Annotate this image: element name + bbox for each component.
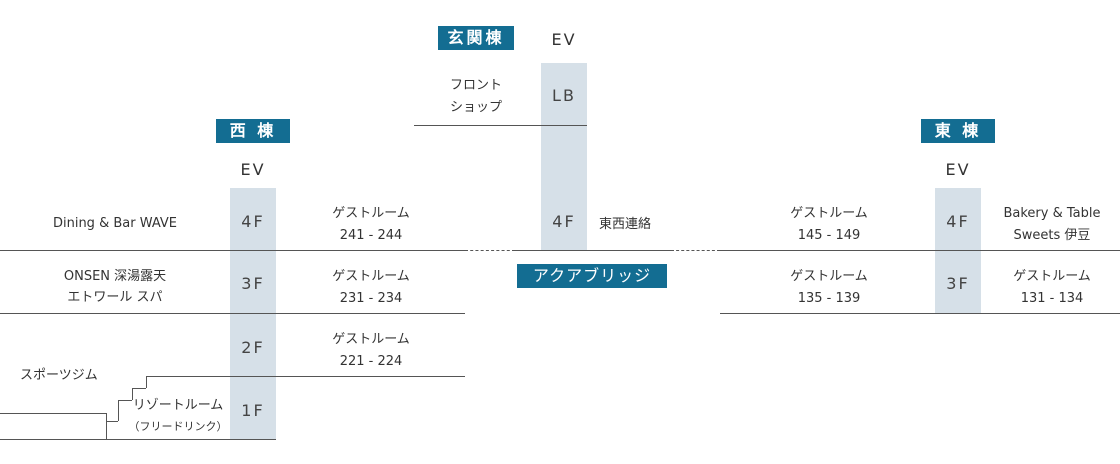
- east-3f-right-guestroom-label: ゲストルーム: [1013, 269, 1091, 284]
- west-3f-guestroom-label: ゲストルーム: [332, 269, 410, 284]
- west-ev-label: EV: [240, 160, 266, 179]
- east-3f-floor-line: [720, 313, 1120, 314]
- onsen-label: ONSEN 深湯露天: [63, 269, 167, 284]
- sports-gym-label: スポーツジム: [20, 368, 98, 383]
- etoile-spa-label: エトワール スパ: [67, 290, 163, 305]
- west-elevator-shaft: [230, 188, 276, 440]
- stair-riser-2: [106, 421, 107, 439]
- stair-step-2: [106, 421, 118, 422]
- genkan-label-shop: ショップ: [449, 100, 502, 115]
- genkan-floor-line: [414, 125, 587, 126]
- east-bridge-dash: [671, 250, 720, 251]
- west-4f-guestroom-label: ゲストルーム: [332, 206, 410, 221]
- west-2f-floor-line: [146, 376, 465, 377]
- east-floor-3f: 3F: [946, 274, 970, 293]
- aqua-bridge-tag: アクアブリッジ: [517, 264, 667, 288]
- free-drink-label: （フリードリンク）: [128, 420, 228, 433]
- east-3f-room-range: 135 - 139: [797, 291, 861, 306]
- east-ev-label: EV: [945, 160, 971, 179]
- west-3f-room-range: 231 - 234: [339, 291, 403, 306]
- west-bridge-dash: [465, 250, 515, 251]
- west-2f-room-range: 221 - 224: [339, 354, 403, 369]
- west-floor-1f: 1F: [241, 401, 265, 420]
- stair-step-1: [0, 413, 107, 414]
- stair-riser-3: [118, 400, 119, 421]
- west-floor-2f: 2F: [241, 338, 265, 357]
- genkan-label-front: フロント: [449, 78, 502, 93]
- east-4f-guestroom-label: ゲストルーム: [790, 206, 868, 221]
- west-1f-floor-line: [0, 439, 276, 440]
- west-floor-4f: 4F: [241, 212, 265, 231]
- west-2f-guestroom-label: ゲストルーム: [332, 332, 410, 347]
- east-4f-floor-line: [720, 250, 1120, 251]
- west-4f-room-range: 241 - 244: [339, 228, 403, 243]
- west-floor-3f: 3F: [241, 274, 265, 293]
- west-4f-floor-line: [0, 250, 465, 251]
- genkan-ev-label: EV: [551, 30, 577, 49]
- genkan-building-tag: 玄関棟: [438, 26, 514, 50]
- sweets-izu-label: Sweets 伊豆: [1013, 228, 1091, 243]
- east-elevator-shaft: [935, 188, 981, 314]
- stair-step-4: [132, 388, 146, 389]
- center-floor-4f: 4F: [552, 212, 576, 231]
- east-building-tag: 東 棟: [921, 119, 995, 143]
- stair-riser-5: [146, 376, 147, 388]
- dining-bar-wave-label: Dining & Bar WAVE: [52, 216, 178, 231]
- genkan-floor-lb: LB: [552, 86, 576, 105]
- resort-room-label: リゾートルーム: [132, 398, 224, 413]
- east-west-connector-label: 東西連絡: [599, 217, 652, 232]
- east-3f-guestroom-label: ゲストルーム: [790, 269, 868, 284]
- east-3f-right-room-range: 131 - 134: [1020, 291, 1084, 306]
- east-4f-room-range: 145 - 149: [797, 228, 861, 243]
- genkan-elevator-shaft: [541, 63, 587, 251]
- bakery-table-label: Bakery & Table: [1003, 206, 1101, 221]
- stair-step-3: [118, 400, 132, 401]
- west-building-tag: 西 棟: [216, 119, 290, 143]
- east-floor-4f: 4F: [946, 212, 970, 231]
- center-4f-floor-line: [515, 250, 671, 251]
- stair-riser-4: [132, 388, 133, 400]
- west-3f-floor-line: [0, 313, 465, 314]
